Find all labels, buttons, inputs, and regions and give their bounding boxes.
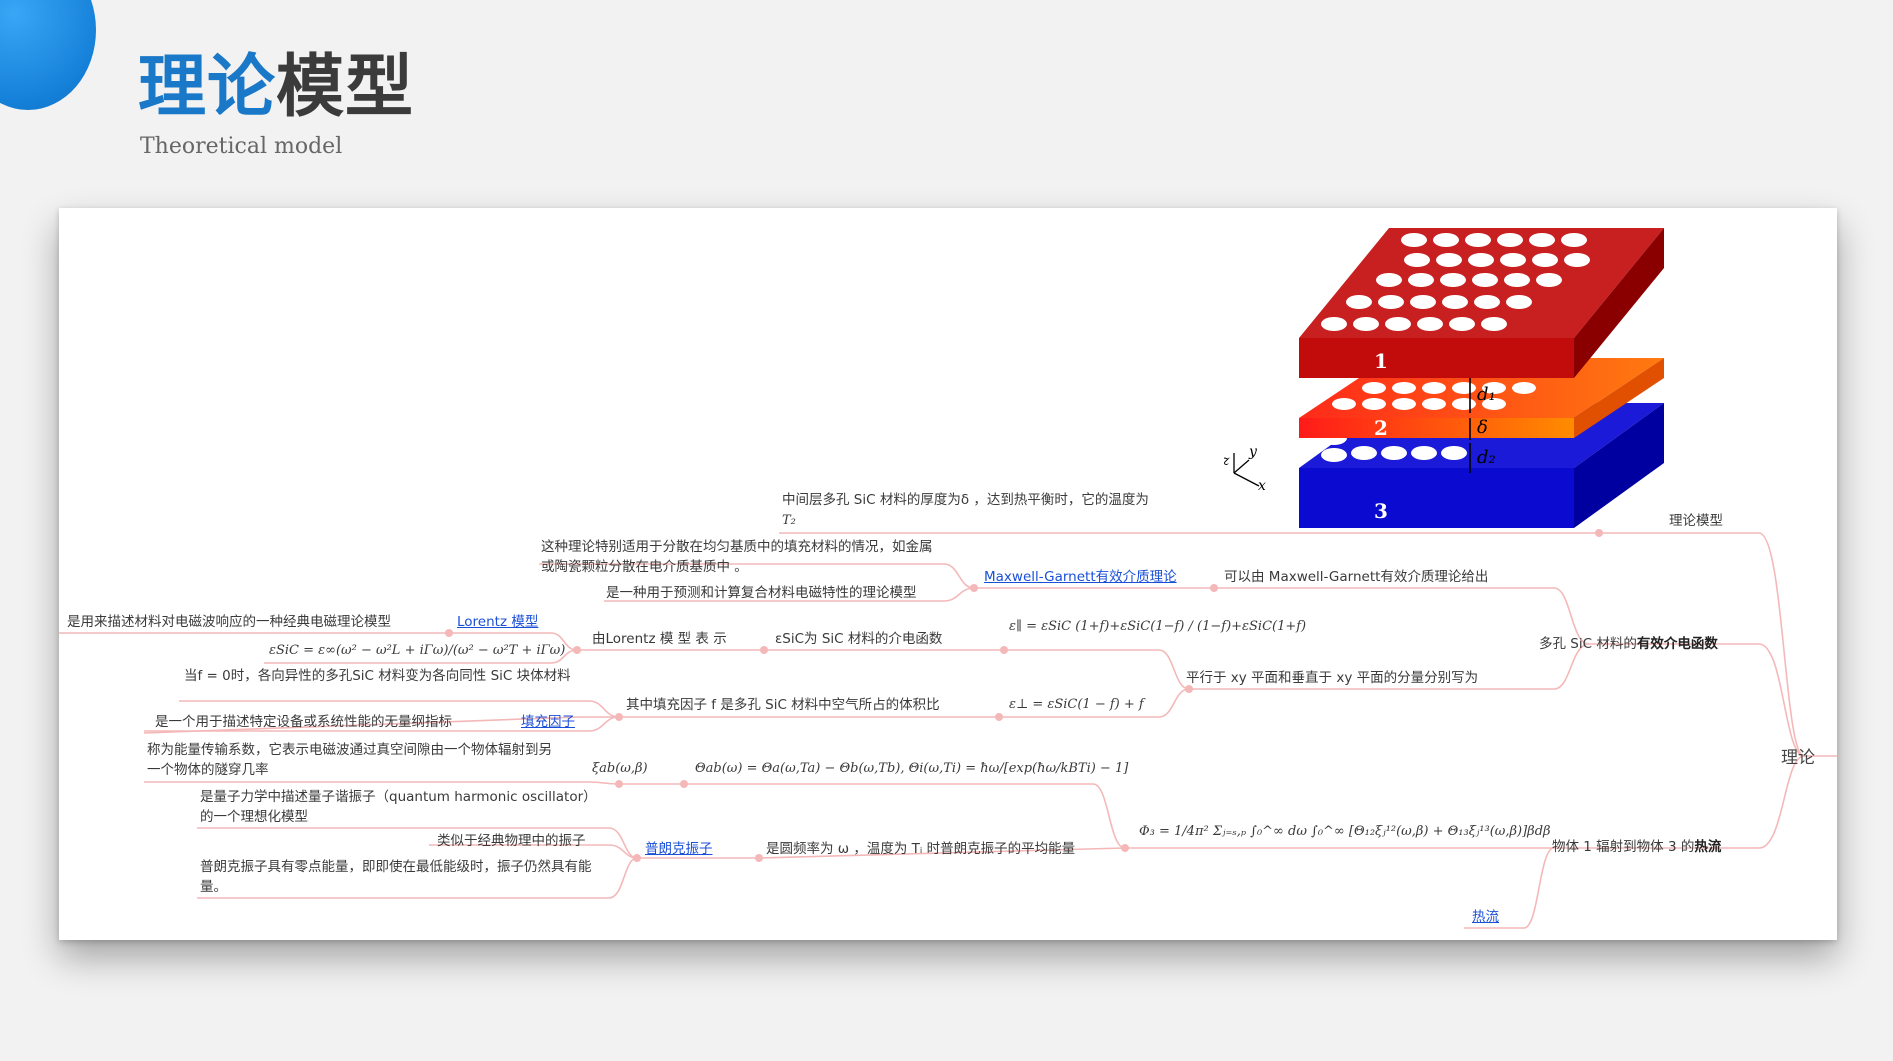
xi-symbol: ξab(ω,β) xyxy=(592,761,648,776)
fill-zero: 当f = 0时，各向异性的多孔SiC 材料变为各向同性 SiC 块体材料 xyxy=(184,668,571,684)
decor-circle xyxy=(0,0,96,110)
lorentz-note: 是用来描述材料对电磁波响应的一种经典电磁理论模型 xyxy=(67,614,391,630)
eps-perp: ε⊥ = εSiC(1 − f) + f xyxy=(1009,697,1144,712)
d1-label: d₁ xyxy=(1477,384,1496,405)
branch-effective-dielectric[interactable]: 多孔 SiC 材料的有效介电函数 xyxy=(1539,635,1718,655)
d2-label: d₂ xyxy=(1477,447,1496,468)
mg-note-2: 是一种用于预测和计算复合材料电磁特性的理论模型 xyxy=(606,585,917,601)
dielectric-prefix: 多孔 SiC 材料的 xyxy=(1539,636,1637,652)
mg-note-1: 这种理论特别适用于分散在均匀基质中的填充材料的情况，如金属或陶瓷颗粒分散在电介质… xyxy=(541,539,933,575)
heat-link[interactable]: 热流 xyxy=(1472,909,1499,925)
planck-note-1: 是量子力学中描述量子谐振子（quantum harmonic oscillato… xyxy=(200,789,597,825)
branch-theory-model[interactable]: 理论模型 xyxy=(1669,513,1723,529)
layered-structure-figure: 3 2 1 xyxy=(1224,228,1664,528)
flux-formula: Φ₃ = 1/4π² Σⱼ₌ₛ,ₚ ∫₀^∞ dω ∫₀^∞ [Θ₁₂ξⱼ¹²(… xyxy=(1139,824,1551,839)
fill-note: 是一个用于描述特定设备或系统性能的无量纲指标 xyxy=(155,714,452,730)
page-title: 理论模型 xyxy=(138,54,414,122)
components-label: 平行于 xy 平面和垂直于 xy 平面的分量分别写为 xyxy=(1186,670,1479,686)
title-blue: 理论 xyxy=(138,48,277,127)
lorentz-by: 由Lorentz 模 型 表 示 xyxy=(592,631,727,647)
layer-1: 1 xyxy=(1299,228,1664,378)
eps-parallel: ε∥ = εSiC (1+f)+εSiC(1−f) / (1−f)+εSiC(1… xyxy=(1009,619,1307,634)
sic-eps: εSiC为 SiC 材料的介电函数 xyxy=(775,631,943,647)
theta-formula: Θab(ω) = Θa(ω,Ta) − Θb(ω,Tb), Θi(ω,Ti) =… xyxy=(695,761,1129,776)
axis-x: x xyxy=(1258,478,1266,494)
heat-prefix: 物体 1 辐射到物体 3 的 xyxy=(1552,839,1695,855)
mindmap-root[interactable]: 理论 xyxy=(1781,748,1815,768)
layer-2-label: 2 xyxy=(1374,416,1388,440)
layer-3-label: 3 xyxy=(1374,499,1388,523)
model-detail-line1: 中间层多孔 SiC 材料的厚度为δ ，达到热平衡时，它的温度为 xyxy=(782,492,1149,508)
delta-label: δ xyxy=(1477,417,1488,438)
dielectric-bold: 有效介电函数 xyxy=(1636,636,1718,652)
mindmap-connectors xyxy=(59,529,1837,929)
axis-z: z xyxy=(1224,453,1230,469)
mindmap-card: 3 2 1 xyxy=(59,208,1837,940)
planck-desc: 是圆频率为 ω ，温度为 Tᵢ 时普朗克振子的平均能量 xyxy=(766,841,1076,857)
lorentz-formula: εSiC = ε∞(ω² − ω²L + iΓω)/(ω² − ω²T + iΓ… xyxy=(269,643,566,658)
model-detail-line2: T₂ xyxy=(782,513,796,528)
page-subtitle: Theoretical model xyxy=(140,134,343,159)
title-dark: 模型 xyxy=(276,48,415,127)
mg-link[interactable]: Maxwell-Garnett有效介质理论 xyxy=(984,569,1177,585)
fill-desc: 其中填充因子 f 是多孔 SiC 材料中空气所占的体积比 xyxy=(626,697,940,713)
lorentz-link[interactable]: Lorentz 模型 xyxy=(457,614,539,630)
branch-heat-flux[interactable]: 物体 1 辐射到物体 3 的热流 xyxy=(1552,838,1721,858)
planck-link[interactable]: 普朗克振子 xyxy=(645,841,713,857)
axis-y: y xyxy=(1248,444,1258,460)
planck-note-2: 类似于经典物理中的振子 xyxy=(437,833,586,849)
mg-label: 可以由 Maxwell-Garnett有效介质理论给出 xyxy=(1224,569,1489,585)
planck-note-3: 普朗克振子具有零点能量，即即使在最低能级时，振子仍然具有能量。 xyxy=(200,859,592,895)
heat-bold: 热流 xyxy=(1694,839,1722,855)
layer-1-label: 1 xyxy=(1374,349,1388,373)
xi-note: 称为能量传输系数，它表示电磁波通过真空间隙由一个物体辐射到另一个物体的隧穿几率 xyxy=(147,742,552,778)
fill-link[interactable]: 填充因子 xyxy=(521,714,575,730)
